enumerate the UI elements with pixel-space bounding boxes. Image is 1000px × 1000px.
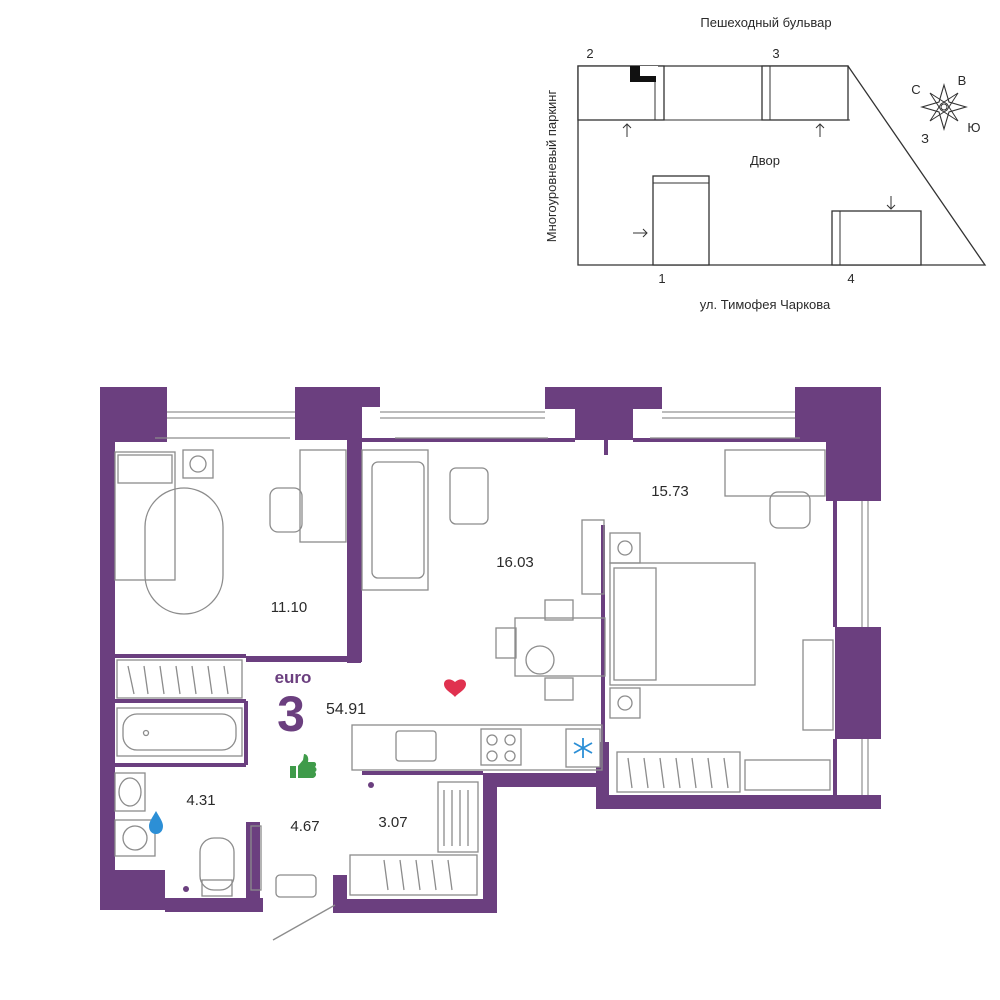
compass-south: Ю [967, 120, 980, 135]
building-1-number: 1 [658, 271, 665, 286]
bathroom-fixtures [114, 772, 235, 897]
thumbs-up-icon [290, 754, 317, 778]
building-4-number: 4 [847, 271, 854, 286]
site-plan: Пешеходный бульвар ул. Тимофея Чаркова М… [544, 15, 987, 312]
bottom-street-label: ул. Тимофея Чаркова [700, 297, 831, 312]
top-street-label: Пешеходный бульвар [700, 15, 831, 30]
apartment-plan: 11.10 16.03 15.73 4.31 4.67 3.07 euro 3 … [100, 387, 881, 941]
total-area: 54.91 [326, 701, 366, 718]
building-2-number: 2 [586, 46, 593, 61]
compass-north: С [911, 82, 920, 97]
room-area-bedroom-right: 15.73 [651, 483, 689, 500]
building-3-number: 3 [772, 46, 779, 61]
walls [100, 387, 881, 913]
entry-dot [368, 782, 374, 788]
entrance-arrows [622, 123, 896, 238]
bathtub [116, 707, 243, 757]
snowflake-icon [573, 738, 593, 758]
room-count: 3 [277, 686, 305, 742]
building-4 [831, 210, 922, 266]
site-outline [577, 65, 987, 266]
room-area-bedroom-left: 11.10 [271, 599, 307, 616]
compass-west: З [921, 131, 929, 146]
compass-icon [920, 83, 968, 131]
room-area-corridor: 3.07 [378, 814, 407, 831]
parking-label: Многоуровневый паркинг [544, 90, 559, 243]
wardrobe-left [116, 659, 243, 699]
compass-east: В [958, 73, 967, 88]
living-furniture [361, 449, 606, 701]
partitions [115, 438, 837, 795]
bedroom-right-furniture [609, 449, 834, 793]
yard-label: Двор [750, 153, 780, 168]
building-3 [761, 65, 849, 121]
room-area-hallway: 4.67 [290, 818, 319, 835]
corridor-wardrobe [349, 781, 479, 896]
windows [167, 411, 869, 795]
room-area-living-kitchen: 16.03 [496, 554, 534, 571]
bath-dot [183, 886, 189, 892]
format-label: euro [275, 668, 312, 687]
water-drop-icon [149, 811, 163, 834]
bedroom-left-furniture [114, 449, 347, 615]
room-area-bathroom: 4.31 [186, 792, 215, 809]
heart-icon [444, 679, 466, 697]
hallway-furniture [250, 825, 336, 941]
building-1 [652, 175, 710, 266]
kitchen-counter [351, 724, 603, 771]
